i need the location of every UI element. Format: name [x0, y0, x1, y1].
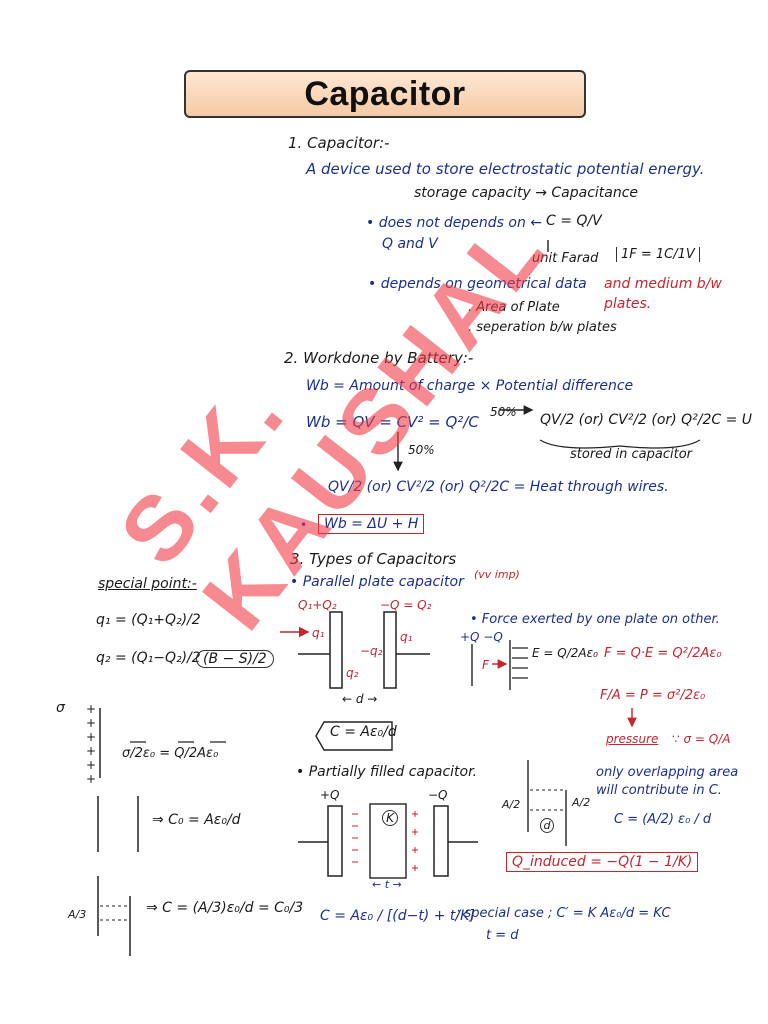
workdone-equation: Wb = QV = CV² = Q²/C	[306, 413, 479, 431]
dielectric-surface-charges	[352, 811, 418, 871]
dielectric-slab	[369, 803, 407, 879]
field-lines	[512, 647, 528, 679]
separation-of-plates: . seperation b/w plates	[468, 320, 617, 335]
partial-minus-q: −Q	[428, 788, 448, 802]
bullet: •	[300, 518, 308, 532]
special-q2: q₂ = (Q₁−Q₂)/2	[96, 650, 201, 666]
plate1-inner-q2: q₂	[346, 666, 359, 680]
plate-1	[329, 611, 343, 689]
force-label-f: F	[482, 658, 489, 672]
special-q1: q₁ = (Q₁+Q₂)/2	[96, 612, 201, 628]
half-area-left: A/2	[502, 798, 521, 811]
capacitance-formula: C = Q/V	[546, 213, 602, 229]
fifty-percent-heat: 50%	[408, 443, 435, 457]
section1-heading: 1. Capacitor:-	[288, 134, 390, 152]
depends-medium-text: and medium b/w plates.	[604, 276, 722, 312]
stored-energy-terms: QV/2 (or) CV²/2 (or) Q²/2C = U	[540, 412, 753, 428]
partial-plus-q: +Q	[320, 788, 340, 802]
capacitor-definition: A device used to store electrostatic pot…	[306, 160, 705, 178]
third-area-capacitance: ⇒ C = (A/3)ε₀/d = C₀/3	[146, 900, 304, 916]
pressure-equation: F/A = P = σ²/2ε₀	[600, 688, 706, 703]
sheet-field: σ/2ε₀ = Q/2Aε₀	[122, 746, 219, 761]
unit-farad: unit Farad	[532, 251, 599, 266]
plate-2	[383, 611, 397, 689]
dielectric-thickness: ← t →	[372, 878, 402, 891]
special-c0: ⇒ C₀ = Aε₀/d	[152, 812, 241, 828]
special-case-t-equals-d: t = d	[486, 928, 519, 943]
pressure-label: pressure	[606, 732, 659, 746]
dielectric-k: K	[382, 810, 398, 826]
depends-on-geometry: • depends on geometrical data	[368, 276, 587, 292]
farad-definition-box: 1F = 1C/1V	[616, 247, 700, 262]
plate1-charge: Q₁+Q₂	[298, 598, 337, 612]
very-important-tag: (vv imp)	[474, 568, 520, 581]
formula-tag	[315, 721, 393, 751]
parallel-plate-heading: • Parallel plate capacitor	[290, 574, 464, 590]
special-point-heading: special point:-	[98, 576, 197, 592]
special-q2-bracket: (B − S)/2	[196, 650, 274, 668]
plate-plus-charges: + + + + + +	[86, 702, 97, 786]
workdone-definition: Wb = Amount of charge × Potential differ…	[306, 378, 634, 394]
force-equation: F = Q·E = Q²/2Aε₀	[604, 646, 722, 661]
not-depends-text: • does not depends on ←	[366, 215, 543, 231]
sigma-label: σ	[56, 700, 65, 716]
induced-charge-box: Q_induced = −Q(1 − 1/K)	[506, 852, 699, 872]
partial-capacitance: C = Aε₀ / [(d−t) + t/K]	[320, 908, 475, 924]
fifty-percent-stored: 50%	[490, 405, 517, 419]
field-of-plate: E = Q/2Aε₀	[532, 646, 598, 660]
section3-heading: 3. Types of Capacitors	[290, 550, 457, 568]
plate1-outer-q1: q₁	[312, 626, 325, 640]
not-depends-q-v: Q and V	[382, 236, 438, 252]
plate-separation-d: ← d →	[342, 692, 378, 706]
plate2-outer-q1: q₁	[400, 630, 413, 644]
heat-equation: QV/2 (or) CV²/2 (or) Q²/2C = Heat throug…	[328, 479, 669, 495]
force-between-plates-heading: • Force exerted by one plate on other.	[470, 612, 720, 627]
overlap-dashes	[530, 789, 564, 811]
partially-filled-heading: • Partially filled capacitor.	[296, 764, 478, 780]
partial-plate-2	[433, 805, 449, 877]
storage-capacity-text: storage capacity → Capacitance	[414, 185, 639, 201]
energy-balance-box: Wb = ΔU + H	[318, 514, 425, 534]
title-banner: Capacitor	[184, 70, 586, 118]
page-title: Capacitor	[304, 74, 466, 113]
plate2-charge: −Q = Q₂	[380, 598, 432, 612]
half-area-capacitance: C = (A/2) ε₀ / d	[614, 812, 712, 827]
force-plate-charges: +Q −Q	[460, 630, 503, 644]
partial-plate-1	[327, 805, 343, 877]
stored-in-capacitor: stored in capacitor	[570, 447, 693, 462]
parallel-plate-capacitance: C = Aε₀/d	[330, 724, 397, 740]
third-overlap-dashes	[100, 905, 128, 921]
plate2-inner-minus-q2: −q₂	[360, 644, 383, 658]
surface-density: ∵ σ = Q/A	[672, 732, 731, 746]
section2-heading: 2. Workdone by Battery:-	[284, 349, 474, 367]
special-case-formula: ; special case ; C′ = K Aε₀/d = KC	[456, 906, 671, 921]
half-area-right: A/2	[572, 796, 591, 809]
third-area-label: A/3	[68, 908, 87, 921]
half-gap-d: d	[540, 818, 554, 833]
stored-brace	[539, 439, 701, 449]
overlap-note: only overlapping area will contribute in…	[596, 765, 739, 798]
area-of-plate: . Area of Plate	[468, 300, 560, 315]
